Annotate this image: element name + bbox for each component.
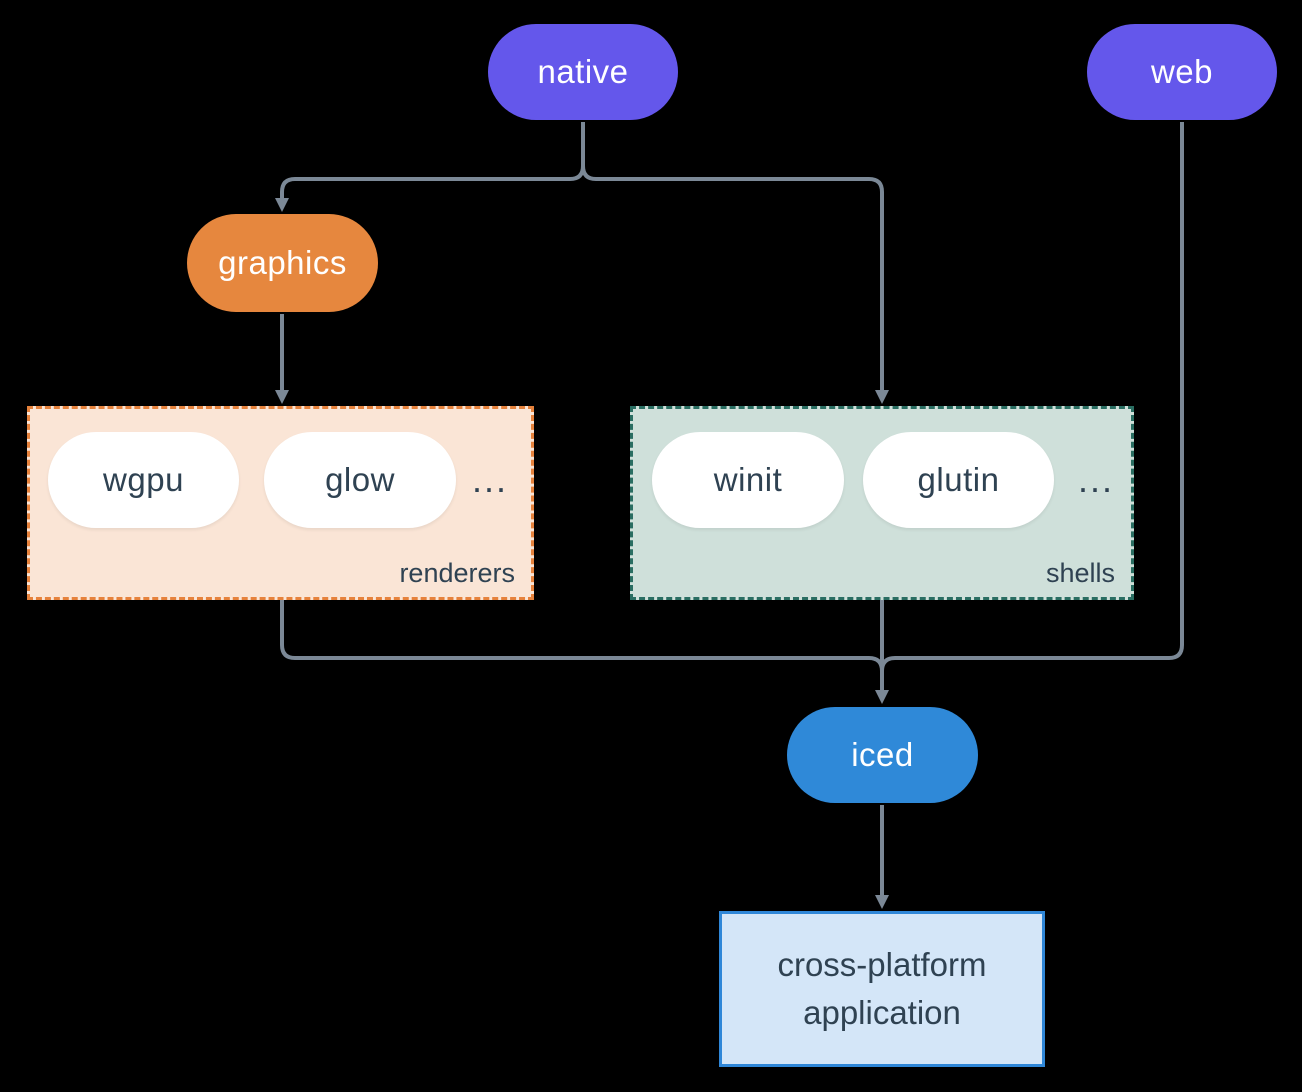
node-iced-label: iced <box>851 736 914 773</box>
edge-renderers-to-iced <box>280 600 884 686</box>
node-graphics-label: graphics <box>218 244 347 281</box>
node-glutin-label: glutin <box>917 461 1000 498</box>
renderers-ellipsis: ... <box>471 459 508 500</box>
edge-native-to-shells <box>581 122 889 404</box>
node-iced: iced <box>787 707 978 803</box>
node-native-label: native <box>537 53 629 90</box>
node-winit-label: winit <box>713 461 783 498</box>
node-web: web <box>1087 24 1277 120</box>
node-app-label: cross-platform application <box>777 946 987 1031</box>
edge-web-to-iced <box>880 122 1184 686</box>
group-shells-label: shells <box>1045 558 1115 588</box>
node-cross-platform-application: cross-platform application <box>719 911 1045 1067</box>
edge-native-to-graphics <box>275 122 585 212</box>
node-glow: glow <box>264 432 456 528</box>
node-wgpu-label: wgpu <box>103 461 184 498</box>
node-web-label: web <box>1150 53 1214 90</box>
node-native: native <box>488 24 678 120</box>
node-glutin: glutin <box>863 432 1054 528</box>
node-graphics: graphics <box>187 214 378 312</box>
shells-ellipsis: ... <box>1077 459 1114 500</box>
node-glow-label: glow <box>325 461 395 498</box>
group-renderers-label: renderers <box>399 558 515 588</box>
node-winit: winit <box>652 432 844 528</box>
node-wgpu: wgpu <box>48 432 239 528</box>
